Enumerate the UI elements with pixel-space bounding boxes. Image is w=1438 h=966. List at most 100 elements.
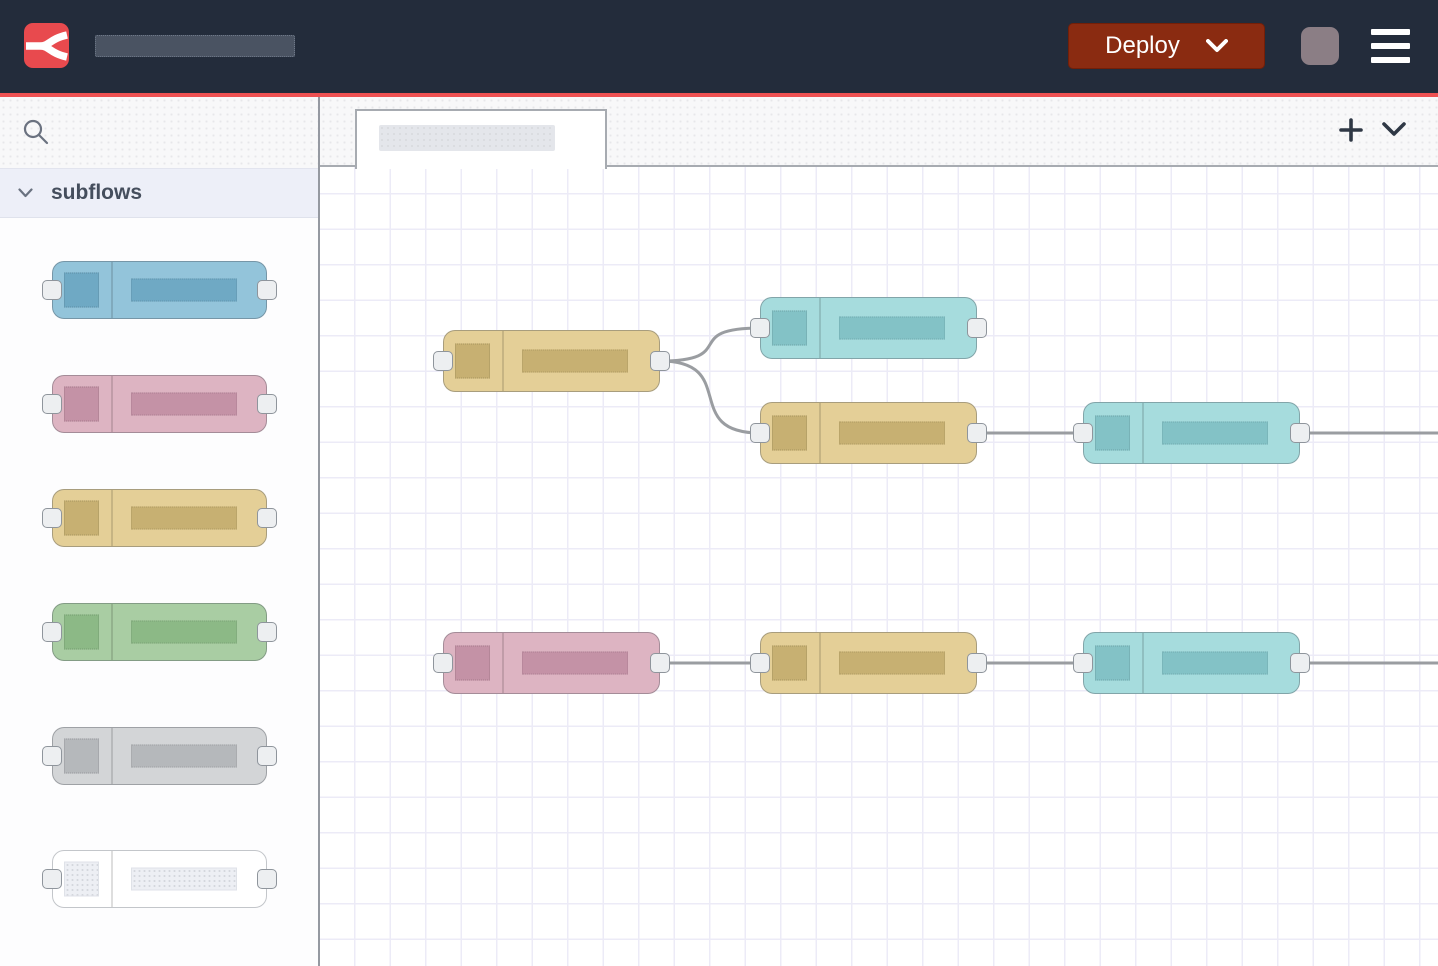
node-output-port[interactable] [257,280,277,300]
flow-node-cyan[interactable] [1073,632,1310,694]
node-input-port[interactable] [1073,423,1093,443]
palette-node-list [0,97,318,966]
node-icon-placeholder [64,386,99,422]
node-label-placeholder [839,316,945,340]
node-input-port[interactable] [42,746,62,766]
app-header: Deploy [0,0,1438,93]
search-icon[interactable] [22,118,50,146]
flow-node-pink[interactable] [433,632,670,694]
deploy-button-label: Deploy [1105,32,1180,59]
node-divider [819,633,821,693]
flow-node-yellow[interactable] [750,632,987,694]
header-accent-line [0,93,1438,97]
node-output-port[interactable] [650,653,670,673]
node-input-port[interactable] [433,653,453,673]
node-icon-placeholder [772,645,807,681]
node-label-placeholder [131,506,237,530]
node-label-placeholder [522,349,628,373]
node-input-port[interactable] [1073,653,1093,673]
node-label-placeholder [522,651,628,675]
add-flow-icon[interactable] [1338,117,1364,143]
node-divider [111,728,113,784]
flow-canvas[interactable] [320,97,1438,966]
node-divider [502,331,504,391]
node-label-placeholder [131,744,237,768]
node-output-port[interactable] [257,746,277,766]
node-divider [1142,403,1144,463]
node-output-port[interactable] [650,351,670,371]
node-red-logo-icon[interactable] [24,23,69,68]
node-divider [819,403,821,463]
node-label-placeholder [1162,421,1268,445]
palette-node-yellow[interactable] [42,489,277,547]
node-label-placeholder [131,620,237,644]
palette-node-blue[interactable] [42,261,277,319]
palette-sidebar: subflows [0,97,320,966]
flow-node-cyan[interactable] [750,297,987,359]
plus-icon [1339,118,1363,142]
flow-node-yellow[interactable] [433,330,670,392]
node-input-port[interactable] [42,869,62,889]
node-label-placeholder [131,392,237,416]
node-output-port[interactable] [967,318,987,338]
node-divider [111,851,113,907]
node-label-placeholder [131,278,237,302]
palette-search-area[interactable] [0,97,318,168]
node-input-port[interactable] [42,508,62,528]
node-input-port[interactable] [750,653,770,673]
node-input-port[interactable] [750,318,770,338]
node-output-port[interactable] [1290,423,1310,443]
palette-section-subflows[interactable]: subflows [0,168,318,218]
node-icon-placeholder [64,614,99,650]
collapse-tabs-icon[interactable] [1381,117,1407,143]
node-divider [1142,633,1144,693]
palette-node-white[interactable] [42,850,277,908]
node-icon-placeholder [1095,645,1130,681]
logo-glyph [26,31,68,61]
node-divider [502,633,504,693]
header-title-placeholder [95,35,295,57]
hamburger-bar [1371,29,1410,35]
palette-node-green[interactable] [42,603,277,661]
node-divider [111,490,113,546]
chevron-down-icon [1205,39,1228,52]
node-icon-placeholder [64,738,99,774]
flow-node-cyan[interactable] [1073,402,1310,464]
node-output-port[interactable] [967,423,987,443]
node-input-port[interactable] [42,394,62,414]
node-output-port[interactable] [257,394,277,414]
node-output-port[interactable] [257,622,277,642]
node-output-port[interactable] [1290,653,1310,673]
node-input-port[interactable] [42,622,62,642]
node-output-port[interactable] [967,653,987,673]
node-icon-placeholder [64,272,99,308]
chevron-down-icon [1382,122,1406,136]
node-input-port[interactable] [42,280,62,300]
flow-wire[interactable] [659,326,761,363]
flow-wire[interactable] [659,359,761,435]
node-icon-placeholder [64,861,99,897]
flow-tab-label-placeholder [379,125,555,151]
node-icon-placeholder [772,310,807,346]
node-icon-placeholder [1095,415,1130,451]
deploy-button[interactable]: Deploy [1068,23,1265,69]
node-label-placeholder [131,867,237,891]
node-divider [111,376,113,432]
node-icon-placeholder [772,415,807,451]
node-icon-placeholder [455,343,490,379]
user-avatar[interactable] [1301,27,1339,65]
palette-node-gray[interactable] [42,727,277,785]
node-output-port[interactable] [257,869,277,889]
hamburger-menu-icon[interactable] [1371,29,1410,63]
node-divider [111,604,113,660]
palette-node-pink[interactable] [42,375,277,433]
node-input-port[interactable] [750,423,770,443]
flow-tab-active[interactable] [355,109,607,169]
chevron-down-icon [18,188,33,198]
node-output-port[interactable] [257,508,277,528]
node-label-placeholder [839,421,945,445]
node-icon-placeholder [64,500,99,536]
node-input-port[interactable] [433,351,453,371]
hamburger-bar [1371,57,1410,63]
flow-node-yellow[interactable] [750,402,987,464]
